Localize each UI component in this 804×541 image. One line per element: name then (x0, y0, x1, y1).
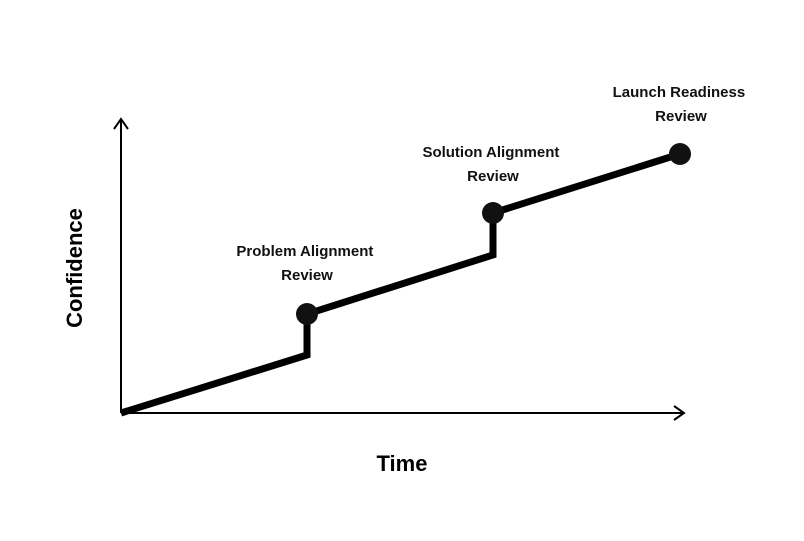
y-axis-title: Confidence (62, 208, 87, 328)
milestone-label-solution-alignment: Solution Alignment Review (422, 144, 563, 185)
x-axis-arrowhead (673, 405, 686, 421)
milestone-label-line1: Solution Alignment (422, 144, 559, 161)
milestone-marker-problem-alignment (296, 303, 318, 325)
milestone-label-launch-readiness: Launch Readiness Review (613, 84, 750, 125)
milestone-label-line2: Review (467, 168, 519, 185)
milestone-label-line1: Launch Readiness (613, 84, 746, 101)
milestone-label-problem-alignment: Problem Alignment Review (236, 243, 377, 284)
milestone-label-line2: Review (281, 267, 333, 284)
milestone-marker-solution-alignment (482, 202, 504, 224)
milestone-label-line2: Review (655, 108, 707, 125)
milestone-marker-launch-readiness (669, 143, 691, 165)
milestone-label-line1: Problem Alignment (236, 243, 373, 260)
x-axis-title: Time (377, 451, 428, 476)
y-axis-arrowhead (113, 117, 129, 130)
confidence-path (119, 150, 682, 417)
